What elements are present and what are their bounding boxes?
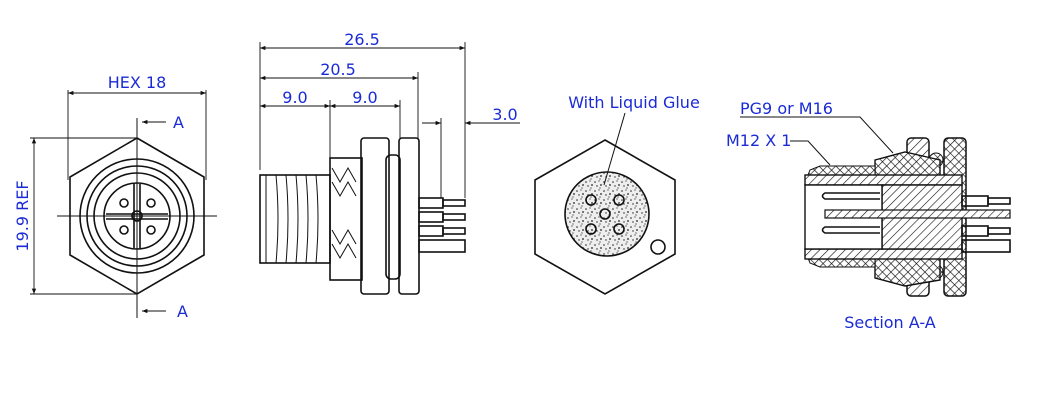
thread-label-pg9: PG9 or M16 bbox=[740, 99, 833, 118]
section-view: PG9 or M16 M12 X 1 Section A-A bbox=[726, 99, 1011, 332]
section-marker-top: A bbox=[173, 113, 184, 132]
height-dimension-label: 19.9 REF bbox=[13, 180, 32, 251]
section-marker-bottom: A bbox=[177, 302, 188, 321]
thread-label-m12: M12 X 1 bbox=[726, 131, 791, 150]
dim-body-length: 20.5 bbox=[320, 60, 356, 79]
dim-overall-length: 26.5 bbox=[344, 30, 380, 49]
glue-label: With Liquid Glue bbox=[568, 93, 700, 112]
section-title: Section A-A bbox=[844, 313, 936, 332]
dim-pin-length: 3.0 bbox=[492, 105, 517, 124]
front-view: HEX 18 19.9 REF A A bbox=[13, 73, 217, 321]
hex-dimension-label: HEX 18 bbox=[108, 73, 167, 92]
dim-rear-thread: 9.0 bbox=[352, 88, 377, 107]
side-view: 26.5 20.5 9.0 9.0 3.0 bbox=[259, 30, 520, 295]
dim-front-thread: 9.0 bbox=[282, 88, 307, 107]
rear-view-glue: With Liquid Glue bbox=[534, 93, 700, 295]
